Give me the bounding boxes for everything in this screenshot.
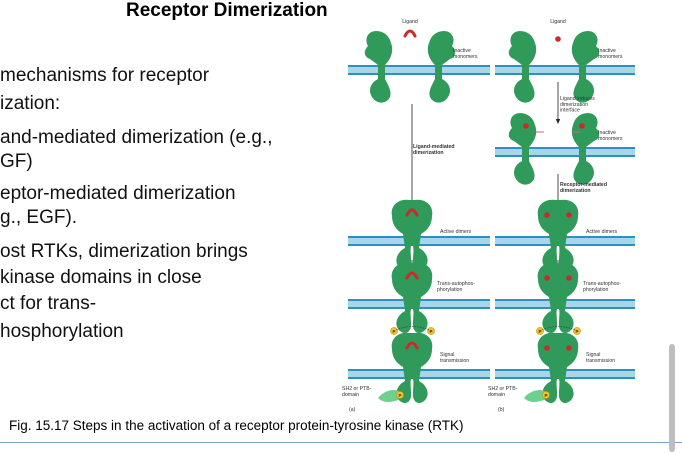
phosphate-dot <box>542 391 550 399</box>
figure-caption: Fig. 15.17 Steps in the activation of a … <box>9 418 464 433</box>
phosphate-label: P <box>538 329 541 334</box>
label-trans-b: Trans-autophos-phorylation <box>583 281 621 293</box>
receptor-dimer <box>537 199 579 271</box>
ligand-dot <box>579 123 585 129</box>
trans-arrow <box>395 326 430 331</box>
label-sh2-a: SH2 or PTB-domain <box>342 386 372 398</box>
ligand-dot <box>566 345 572 351</box>
bullet-line: g., EGF). <box>0 207 78 228</box>
ligand-dot <box>566 275 572 281</box>
slide-title: Receptor Dimerization <box>126 0 328 21</box>
receptor-dimer <box>537 262 579 334</box>
label-active-b: Active dimers <box>586 229 618 235</box>
phosphate-dot <box>536 327 544 335</box>
phosphate-label: P <box>544 393 547 398</box>
bullet-line: eptor-mediated dimerization <box>0 183 236 204</box>
ligand-bivalent <box>405 271 419 280</box>
ligand-dot <box>544 345 550 351</box>
bullet-line: ost RTKs, dimerization brings <box>0 241 248 262</box>
label-panel-a: (a) <box>349 407 356 413</box>
label-panel-b: (b) <box>498 407 505 413</box>
sh2-domain <box>378 390 400 402</box>
arrow-head <box>555 119 561 124</box>
ligand-bivalent <box>403 29 417 38</box>
ligand-dot <box>523 123 529 129</box>
phosphate-dot <box>396 391 404 399</box>
ligand-bivalent <box>405 341 419 350</box>
phosphate-label: P <box>429 329 432 334</box>
bullet-line: mechanisms for receptor <box>0 65 210 86</box>
phosphate-dot <box>427 327 435 335</box>
bullet-line: ization: <box>0 93 61 114</box>
label-trans-a: Trans-autophos-phorylation <box>437 281 475 293</box>
ligand-bivalent <box>405 208 419 217</box>
phosphate-label: P <box>398 393 401 398</box>
membrane-band <box>495 66 635 74</box>
ligand-dot <box>544 275 550 281</box>
bullet-line: and-mediated dimerization (e.g., <box>0 127 273 148</box>
bullet-line: hosphorylation <box>0 321 124 342</box>
phosphate-label: P <box>575 329 578 334</box>
bullet-line: ct for trans- <box>0 293 97 314</box>
footer-rule <box>0 442 682 443</box>
ligand-dot <box>566 212 572 218</box>
membrane-band <box>348 66 490 74</box>
ligand-dot <box>555 36 561 42</box>
phosphate-dot <box>390 327 398 335</box>
sh2-domain <box>524 390 546 402</box>
label-sh2-b: SH2 or PTB-domain <box>488 386 518 398</box>
scrollbar-thumb[interactable] <box>669 344 675 452</box>
phosphate-dot <box>573 327 581 335</box>
label-ligand-a: Ligand <box>402 19 418 25</box>
label-ligand-b: Ligand <box>550 19 566 25</box>
membrane-band <box>495 148 635 156</box>
bullet-line: GF) <box>0 151 33 172</box>
bullet-line: kinase domains in close <box>0 267 202 288</box>
label-active-a: Active dimers <box>440 229 472 235</box>
trans-arrow <box>541 326 576 331</box>
phosphate-label: P <box>392 329 395 334</box>
ligand-dot <box>544 212 550 218</box>
